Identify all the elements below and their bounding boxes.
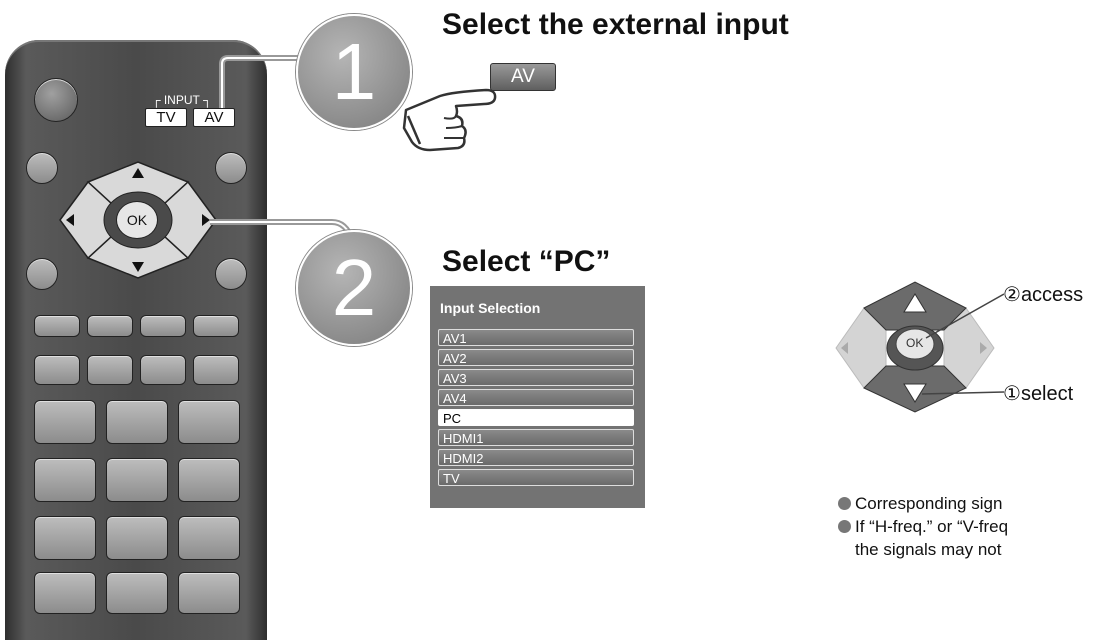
dpad-legend-up — [863, 281, 967, 331]
corner-button-bottom-left[interactable] — [26, 258, 58, 290]
ok-button[interactable]: OK — [116, 201, 158, 239]
dpad — [59, 161, 217, 279]
color-button-2[interactable] — [87, 315, 133, 337]
menu-item-av2[interactable]: AV2 — [438, 349, 634, 366]
number-button-2[interactable] — [106, 400, 168, 444]
av-button[interactable]: AV — [193, 108, 235, 127]
select-label: select — [1020, 383, 1074, 405]
number-button-6[interactable] — [178, 458, 240, 502]
function-button-3[interactable] — [140, 355, 186, 385]
step-2-number: 2 — [331, 243, 377, 332]
function-button-2[interactable] — [87, 355, 133, 385]
number-button-4[interactable] — [34, 458, 96, 502]
note-1-text: Corresponding sign — [855, 494, 1003, 513]
menu-item-tv[interactable]: TV — [438, 469, 634, 486]
dpad-legend — [835, 281, 1004, 413]
menu-item-hdmi1[interactable]: HDMI1 — [438, 429, 634, 446]
menu-item-pc[interactable]: PC — [438, 409, 634, 426]
number-button-1[interactable] — [34, 400, 96, 444]
access-annotation: ②access — [1003, 282, 1083, 307]
av-key-label: AV — [511, 66, 535, 87]
note-1: Corresponding sign — [838, 494, 1002, 514]
note-2-continued: the signals may not — [855, 540, 1002, 559]
dpad-legend-ok: OK — [906, 336, 924, 350]
step-1-badge: 1 — [296, 14, 412, 130]
access-label: access — [1020, 284, 1084, 306]
color-button-1[interactable] — [34, 315, 80, 337]
step-1-title: Select the external input — [442, 8, 789, 41]
tv-button[interactable]: TV — [145, 108, 187, 127]
bullet-icon — [838, 497, 851, 510]
number-button-9[interactable] — [178, 516, 240, 560]
corner-button-top-left[interactable] — [26, 152, 58, 184]
input-label: ┌ INPUT ┐ — [152, 93, 212, 107]
av-key-illustration: AV — [490, 63, 556, 91]
ok-button-label: OK — [126, 212, 148, 228]
pointing-hand-icon — [402, 88, 497, 152]
menu-item-av1[interactable]: AV1 — [438, 329, 634, 346]
select-mark: ① — [1003, 383, 1021, 405]
input-selection-menu: Input Selection AV1 AV2 AV3 AV4 PC HDMI1… — [430, 286, 645, 508]
number-button-5[interactable] — [106, 458, 168, 502]
function-button-4[interactable] — [193, 355, 239, 385]
number-button-0-left[interactable] — [34, 572, 96, 614]
step-2-badge: 2 — [296, 230, 412, 346]
access-mark: ② — [1003, 284, 1021, 306]
menu-title: Input Selection — [440, 300, 541, 316]
menu-item-av4[interactable]: AV4 — [438, 389, 634, 406]
menu-item-hdmi2[interactable]: HDMI2 — [438, 449, 634, 466]
color-button-4[interactable] — [193, 315, 239, 337]
number-button-3[interactable] — [178, 400, 240, 444]
color-button-3[interactable] — [140, 315, 186, 337]
number-button-0-right[interactable] — [178, 572, 240, 614]
number-button-7[interactable] — [34, 516, 96, 560]
note-2-text: If “H-freq.” or “V-freq — [855, 517, 1009, 536]
note-2: If “H-freq.” or “V-freq — [838, 517, 1008, 537]
power-button[interactable] — [34, 78, 78, 122]
menu-item-av3[interactable]: AV3 — [438, 369, 634, 386]
input-label-text: INPUT — [163, 93, 200, 107]
step-2-title: Select “PC” — [442, 245, 611, 278]
corner-button-top-right[interactable] — [215, 152, 247, 184]
step-1-number: 1 — [331, 27, 377, 116]
dpad-legend-down — [863, 365, 967, 413]
bullet-icon — [838, 520, 851, 533]
corner-button-bottom-right[interactable] — [215, 258, 247, 290]
select-annotation: ①select — [1003, 381, 1073, 406]
number-button-8[interactable] — [106, 516, 168, 560]
function-button-1[interactable] — [34, 355, 80, 385]
callout-lines — [210, 55, 355, 242]
number-button-0[interactable] — [106, 572, 168, 614]
